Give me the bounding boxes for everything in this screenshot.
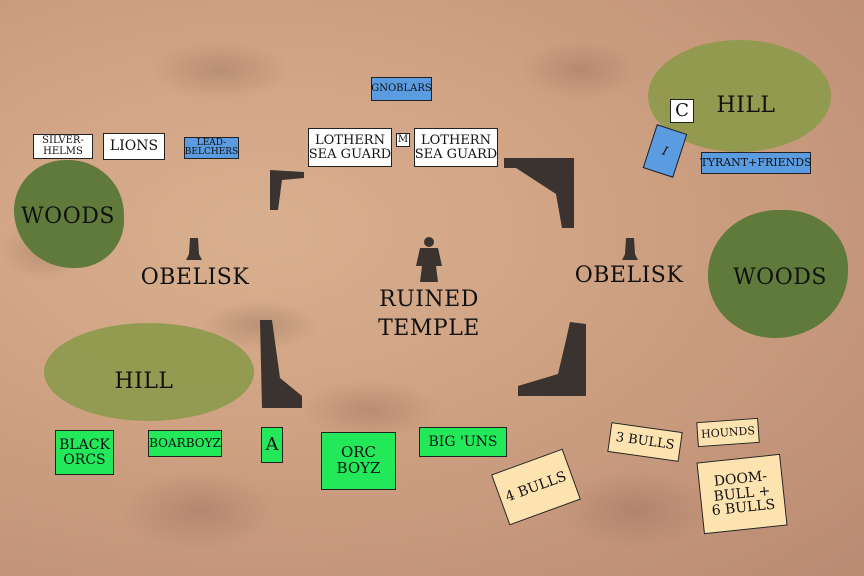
woods-right (708, 210, 848, 338)
unit-black-orcs-line2: ORCS (63, 451, 106, 468)
ruin-top-right (504, 158, 574, 228)
obelisk-left-icon (186, 238, 202, 260)
unit-leadbelchers-line1: LEAD- (196, 137, 227, 148)
unit-silverhelms-line1: SILVER- (42, 135, 84, 146)
unit-character-a[interactable]: A (261, 427, 283, 463)
unit-three-bulls[interactable]: 3 BULLS (607, 422, 683, 462)
temple-statue-icon (416, 237, 442, 282)
unit-orc-boyz-line2: BOYZ (336, 459, 381, 477)
ruin-bottom-left (260, 320, 302, 408)
unit-character-c[interactable]: C (670, 99, 694, 123)
unit-lions[interactable]: LIONS (103, 133, 165, 160)
unit-black-orcs-line1: BLACK (59, 436, 110, 453)
ground-texture (560, 470, 710, 550)
hill-bottom-left (44, 323, 254, 421)
unit-sea-guard-2[interactable]: LOTHERN SEA GUARD (414, 128, 498, 167)
unit-sea-guard-1-line1: LOTHERN (315, 132, 385, 148)
unit-mage-label: M (397, 133, 409, 145)
unit-orc-boyz-line1: ORC (340, 443, 377, 462)
unit-gnoblars[interactable]: GNOBLARS (371, 77, 432, 101)
woods-right-label: WOODS (733, 265, 827, 290)
unit-silverhelms-line2: HELMS (43, 145, 83, 157)
unit-tyrant-friends[interactable]: TYRANT+FRIENDS (700, 152, 812, 174)
ruin-top-left (270, 170, 304, 210)
unit-three-bulls-label: 3 BULLS (614, 430, 676, 454)
ground-texture (520, 40, 640, 100)
temple-label-line1: RUINED (379, 287, 479, 312)
woods-left-label: WOODS (21, 204, 115, 229)
obelisk-left-label: OBELISK (140, 265, 250, 290)
unit-sea-guard-2-line2: SEA GUARD (414, 146, 498, 162)
unit-sea-guard-2-line1: LOTHERN (421, 132, 491, 148)
unit-silverhelms[interactable]: SILVER- HELMS (33, 134, 93, 159)
ruin-bottom-right (518, 322, 586, 396)
ground-texture (300, 380, 440, 440)
unit-lions-label: LIONS (109, 138, 159, 155)
temple-label-line2: TEMPLE (378, 316, 480, 341)
unit-tyrant-friends-label: TYRANT+FRIENDS (700, 156, 812, 170)
unit-irongut[interactable]: I (642, 124, 688, 178)
hill-bottom-left-label: HILL (114, 369, 174, 394)
unit-big-uns-label: BIG 'UNS (428, 433, 498, 450)
unit-leadbelchers-line2: BELCHERS (184, 147, 239, 157)
unit-big-uns[interactable]: BIG 'UNS (419, 427, 507, 457)
unit-hounds[interactable]: HOUNDS (696, 417, 760, 448)
unit-boarboyz[interactable]: BOARBOYZ (148, 430, 222, 457)
unit-doombull[interactable]: DOOM- BULL + 6 BULLS (696, 453, 788, 535)
unit-sea-guard-1[interactable]: LOTHERN SEA GUARD (308, 128, 392, 167)
woods-left (14, 160, 124, 268)
unit-sea-guard-1-line2: SEA GUARD (308, 146, 392, 162)
unit-black-orcs[interactable]: BLACK ORCS (55, 430, 114, 475)
ground-texture (120, 470, 280, 550)
ground-texture (150, 40, 290, 100)
unit-four-bulls-label: 4 BULLS (503, 468, 569, 506)
unit-irongut-label: I (660, 143, 670, 159)
obelisk-right-label: OBELISK (574, 263, 684, 288)
unit-character-c-label: C (675, 99, 689, 121)
unit-hounds-label: HOUNDS (700, 423, 756, 441)
unit-mage[interactable]: M (396, 133, 410, 147)
hill-top-right-label: HILL (716, 93, 776, 118)
unit-orc-boyz[interactable]: ORC BOYZ (321, 432, 396, 490)
unit-leadbelchers[interactable]: LEAD- BELCHERS (184, 137, 239, 159)
unit-gnoblars-label: GNOBLARS (371, 82, 432, 94)
obelisk-right-icon (622, 238, 638, 260)
unit-character-a-label: A (265, 433, 279, 455)
unit-boarboyz-label: BOARBOYZ (149, 436, 221, 451)
